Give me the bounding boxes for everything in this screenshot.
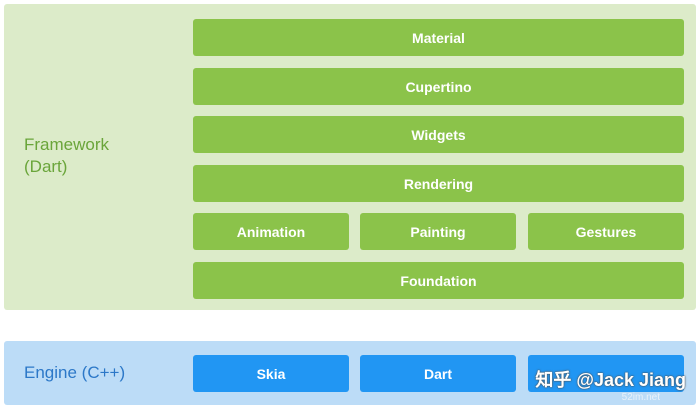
animation-block: Animation <box>193 213 349 250</box>
framework-label-line2: (Dart) <box>24 157 68 176</box>
foundation-block: Foundation <box>193 262 684 299</box>
painting-block: Painting <box>360 213 516 250</box>
cupertino-block: Cupertino <box>193 68 684 105</box>
text-block <box>528 355 684 392</box>
watermark-text: 知乎 @Jack Jiang <box>535 370 686 390</box>
gestures-block: Gestures <box>528 213 684 250</box>
engine-label: Engine (C++) <box>24 363 126 382</box>
rendering-block: Rendering <box>193 165 684 202</box>
watermark-site: 52im.net <box>621 392 660 403</box>
skia-block: Skia <box>193 355 349 392</box>
widgets-block: Widgets <box>193 116 684 153</box>
dart-block: Dart <box>360 355 516 392</box>
material-block: Material <box>193 19 684 56</box>
framework-label: Framework (Dart) <box>24 134 109 178</box>
framework-label-line1: Framework <box>24 135 110 154</box>
